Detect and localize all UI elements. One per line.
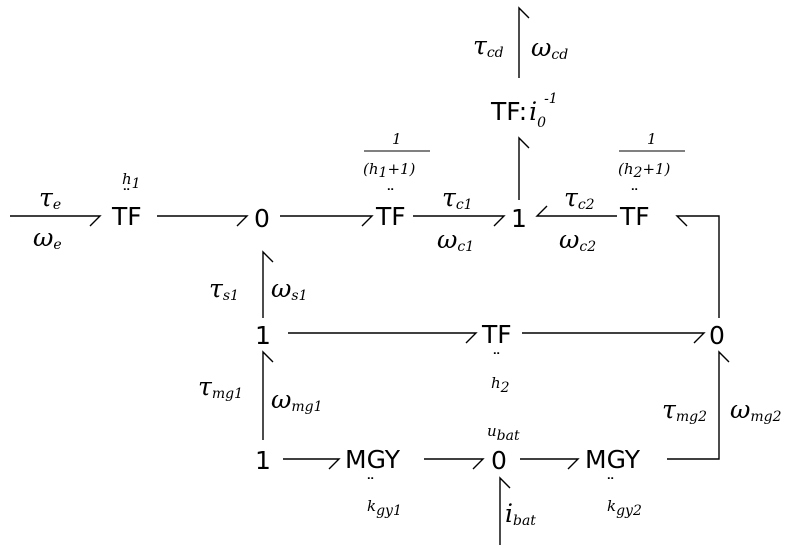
node-one-mid: 1 <box>255 321 271 350</box>
bonds <box>10 6 730 545</box>
param-c2-denominator: (h2+1) <box>618 160 671 181</box>
bond-tf-h2-to-zero-right <box>522 332 706 344</box>
node-zero-top: 0 <box>254 204 270 233</box>
effort-tau-c1: τc1 <box>442 183 473 213</box>
dots-mgy2: ¨ <box>606 475 615 496</box>
dots-tf-c1: ¨ <box>386 186 395 207</box>
bond-engine-input <box>10 215 102 227</box>
bond-zero-bat-to-mgy2 <box>520 458 580 470</box>
effort-tau-c2: τc2 <box>564 183 595 213</box>
effort-flow-labels: τe ωe τc1 ωc1 τc2 ωc2 τcd ωcd τs1 ωs1 τm… <box>33 31 782 529</box>
param-ubat: ubat <box>487 422 520 444</box>
node-mgy2: MGY <box>585 445 641 474</box>
bond-one-bottom-to-mgy1 <box>283 458 341 470</box>
effort-tau-e: τe <box>39 183 61 213</box>
param-c1-denominator: (h1+1) <box>363 160 416 181</box>
bond-tf-h1-to-zero <box>157 215 249 227</box>
param-c1-numerator: 1 <box>392 130 402 148</box>
node-mgy1: MGY <box>345 445 401 474</box>
flow-omega-mg1: ωmg1 <box>271 385 323 415</box>
param-h2: h2 <box>491 374 510 396</box>
flow-omega-mg2: ωmg2 <box>730 395 782 425</box>
effort-tau-s1: τs1 <box>209 274 239 304</box>
bond-battery-to-zero-bat <box>499 476 511 545</box>
node-tf-c2: TF <box>619 202 650 231</box>
param-kgy2: kgy2 <box>607 497 642 519</box>
bond-tf-c1-to-one <box>413 215 506 227</box>
effort-tau-mg1: τmg1 <box>198 372 243 402</box>
node-one-top: 1 <box>511 204 527 233</box>
dots-tf-c2: ¨ <box>630 186 639 207</box>
node-tf-h2: TF <box>481 320 512 349</box>
flow-omega-c2: ωc2 <box>559 225 596 255</box>
param-c2-numerator: 1 <box>647 130 657 148</box>
dots-mgy1: ¨ <box>366 475 375 496</box>
flow-i-bat: ibat <box>505 499 536 529</box>
bond-tf-c2-to-one <box>535 205 617 217</box>
node-tf-c1: TF <box>375 202 406 231</box>
node-zero-right: 0 <box>709 321 725 350</box>
param-kgy1: kgy1 <box>367 497 402 519</box>
flow-omega-s1: ωs1 <box>271 274 307 304</box>
effort-tau-cd: τcd <box>473 31 504 61</box>
flow-omega-cd: ωcd <box>531 33 568 63</box>
bond-mgy2-to-zero-right <box>667 350 730 460</box>
node-one-bottom: 1 <box>255 446 271 475</box>
parameters: h1 1 (h1+1) 1 (h2+1) h2 kgy1 kgy2 ubat <box>122 130 685 519</box>
bond-one-mid-to-tf-h2 <box>288 332 478 344</box>
param-h1: h1 <box>122 170 141 192</box>
bond-zero-to-tf-c1 <box>280 215 374 227</box>
bond-one-mid-to-zero-top <box>262 250 274 318</box>
bond-one-bottom-to-one-mid <box>262 350 274 440</box>
node-tf-i0: TF:i0-1 <box>490 91 558 131</box>
bond-one-to-tf-i0 <box>518 136 530 200</box>
nodes: TF 0 TF 1 TF TF:i0-1 1 TF 0 1 MGY 0 MGY <box>111 91 725 475</box>
flow-omega-e: ωe <box>33 223 62 253</box>
dots-tf-h2: ¨ <box>492 350 501 371</box>
modulus-markers: ¨ ¨ ¨ ¨ ¨ ¨ <box>122 186 639 496</box>
effort-tau-mg2: τmg2 <box>662 395 707 425</box>
bond-tf-i0-to-output <box>518 6 530 78</box>
node-tf-h1: TF <box>111 202 142 231</box>
dots-tf-h1: ¨ <box>122 186 131 207</box>
node-zero-bat: 0 <box>491 446 507 475</box>
flow-omega-c1: ωc1 <box>437 225 474 255</box>
bond-mgy1-to-zero-bat <box>424 458 485 470</box>
bond-zero-right-to-tf-c2 <box>675 215 720 318</box>
